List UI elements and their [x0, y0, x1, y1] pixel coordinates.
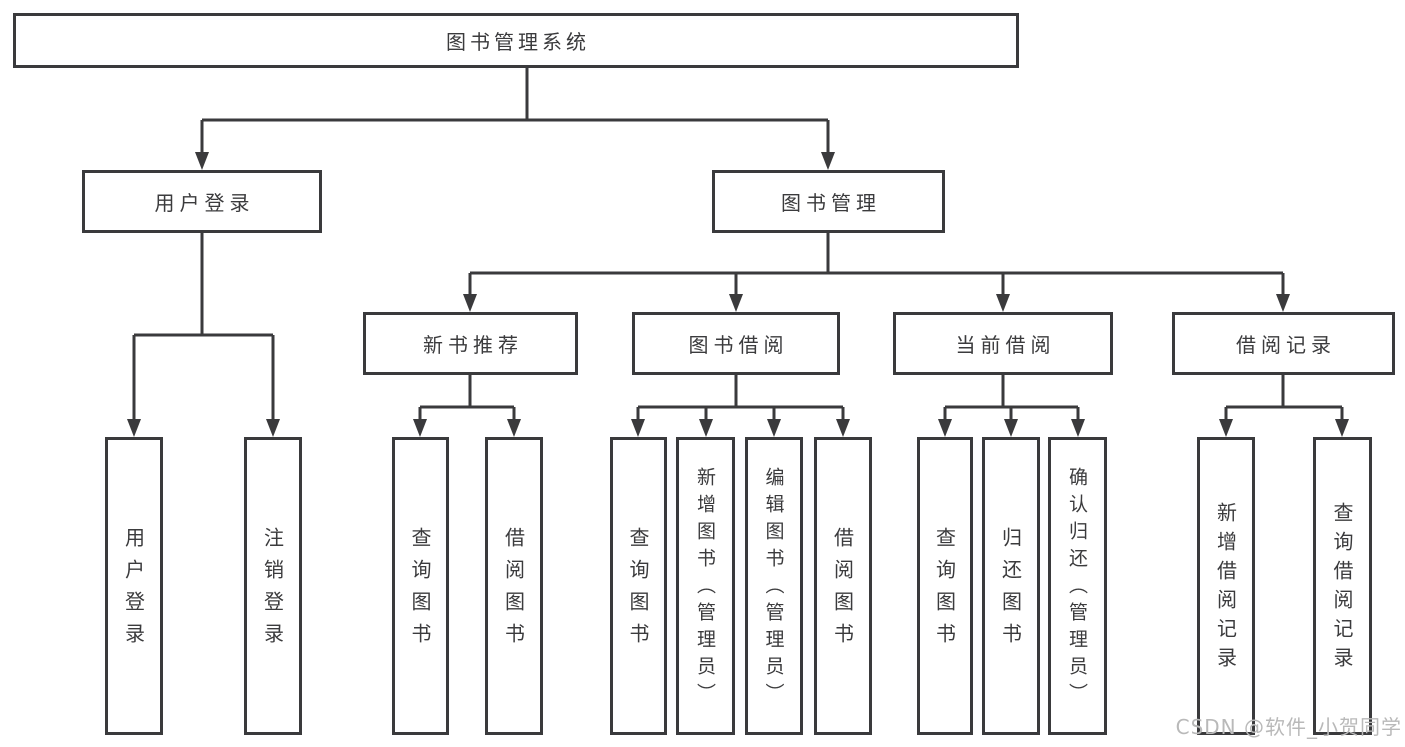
section-book-borrowing: 图书借阅 — [632, 312, 840, 375]
section-borrowing-records: 借阅记录 — [1172, 312, 1395, 375]
leaf-query-books-3: 查询图书 — [917, 437, 973, 735]
root-node-system: 图书管理系统 — [13, 13, 1019, 68]
leaf-user-login: 用户登录 — [105, 437, 163, 735]
leaf-confirm-return-admin: 确认归还（管理员） — [1048, 437, 1107, 735]
leaf-query-books-2: 查询图书 — [610, 437, 667, 735]
branch-book-management: 图书管理 — [712, 170, 945, 233]
watermark: CSDN @软件_小贺同学 — [1175, 715, 1402, 739]
leaf-borrow-books-1: 借阅图书 — [485, 437, 543, 735]
leaf-add-book-admin: 新增图书（管理员） — [676, 437, 735, 735]
leaf-logout: 注销登录 — [244, 437, 302, 735]
arrowheads — [127, 152, 1349, 437]
leaf-query-borrow-record: 查询借阅记录 — [1313, 437, 1372, 735]
leaf-query-books-1: 查询图书 — [392, 437, 449, 735]
leaf-borrow-books-2: 借阅图书 — [814, 437, 872, 735]
section-current-borrowing: 当前借阅 — [893, 312, 1113, 375]
leaf-return-book: 归还图书 — [982, 437, 1040, 735]
section-new-book-recommend: 新书推荐 — [363, 312, 578, 375]
branch-user-login: 用户登录 — [82, 170, 322, 233]
leaf-edit-book-admin: 编辑图书（管理员） — [745, 437, 803, 735]
leaf-add-borrow-record: 新增借阅记录 — [1197, 437, 1255, 735]
